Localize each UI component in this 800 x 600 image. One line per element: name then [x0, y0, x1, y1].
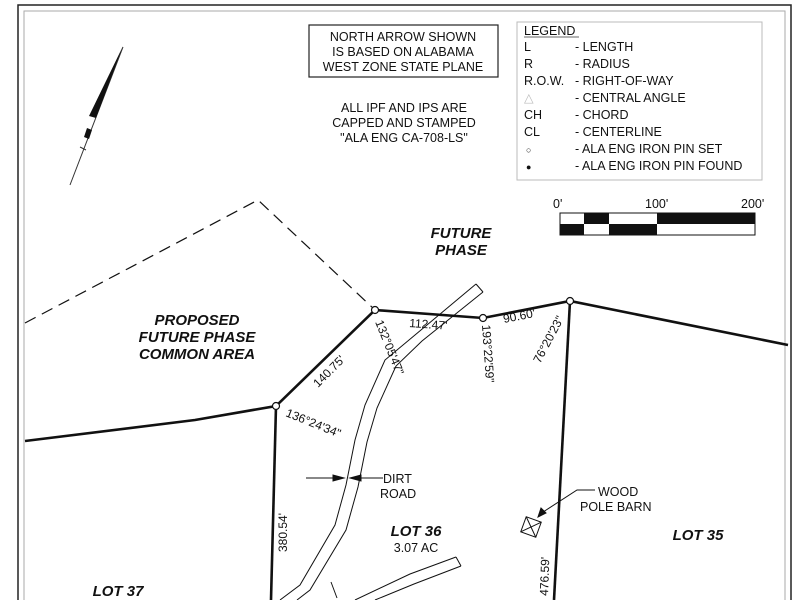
future-phase-label: FUTURE: [431, 225, 493, 242]
legend-symbol: CH: [524, 108, 542, 122]
angle-label: 193°22'59": [479, 324, 497, 383]
iron-pin-set-icon: [370, 305, 380, 315]
future-phase-label: PHASE: [435, 242, 488, 259]
dimension-label: 90.60': [502, 306, 536, 326]
legend-label: - RADIUS: [575, 57, 630, 71]
scale-bar: 0' 100' 200': [553, 197, 764, 236]
iron-pin-found-icon: ●: [526, 162, 531, 172]
dimension-label: 140.75': [310, 353, 347, 390]
central-angle-icon: △: [524, 91, 534, 105]
legend-symbol: R.O.W.: [524, 74, 564, 88]
north-arrow-icon: [69, 46, 124, 186]
dimension-label: 476.59': [537, 557, 552, 596]
angle-label: 132°05'47": [372, 318, 407, 377]
note-line: WEST ZONE STATE PLANE: [323, 60, 483, 74]
road-width-arrows: [306, 474, 383, 599]
dirt-road: [279, 283, 484, 600]
iron-pin-set-icon: [478, 313, 488, 323]
angle-label: 136°24'34": [284, 406, 343, 441]
note-line: NORTH ARROW SHOWN: [330, 30, 476, 44]
dimension-label: 380.54': [276, 513, 290, 552]
common-area-label: COMMON AREA: [139, 346, 255, 363]
legend-label: - CENTRAL ANGLE: [575, 91, 686, 105]
note-line: "ALA ENG CA-708-LS": [340, 131, 468, 145]
scale-label: 200': [741, 197, 764, 211]
common-area-label: FUTURE PHASE: [139, 329, 257, 346]
legend-symbol: CL: [524, 125, 540, 139]
future-phase-line: [24, 199, 376, 324]
north-arrow-note-box: [308, 24, 499, 78]
lot-37-label: LOT 37: [93, 583, 145, 600]
legend-label: - ALA ENG IRON PIN SET: [575, 142, 723, 156]
legend-symbol: R: [524, 57, 533, 71]
legend-label: - CHORD: [575, 108, 628, 122]
barn-label: WOOD: [598, 485, 638, 499]
iron-pin-set-icon: ○: [526, 145, 531, 155]
lot-36-label: LOT 36: [391, 523, 443, 540]
common-area-label: PROPOSED: [154, 312, 239, 329]
lot-line-west: [269, 405, 278, 600]
scale-label: 0': [553, 197, 562, 211]
outer-border: [17, 4, 792, 600]
legend-title: LEGEND: [524, 24, 575, 38]
legend-label: - ALA ENG IRON PIN FOUND: [575, 159, 742, 173]
lot-line-east: [552, 300, 572, 600]
lot-36-acreage: 3.07 AC: [394, 541, 438, 555]
legend: LEGEND L - LENGTH R - RADIUS R.O.W. - RI…: [516, 21, 763, 181]
legend-label: - LENGTH: [575, 40, 633, 54]
dimension-label: 112.47': [409, 316, 448, 333]
lot-35-label: LOT 35: [673, 527, 725, 544]
iron-pin-set-icon: [271, 401, 281, 411]
legend-symbol: L: [524, 40, 531, 54]
note-line: CAPPED AND STAMPED: [332, 116, 476, 130]
legend-label: - CENTERLINE: [575, 125, 662, 139]
note-line: IS BASED ON ALABAMA: [332, 45, 474, 59]
iron-pin-set-icon: [565, 296, 575, 306]
dirt-road-label: DIRT: [383, 472, 412, 486]
angle-label: 76°20'23": [530, 313, 566, 365]
note-line: ALL IPF AND IPS ARE: [341, 101, 467, 115]
barn-label: POLE BARN: [580, 500, 652, 514]
dirt-road-label: ROAD: [380, 487, 416, 501]
scale-label: 100': [645, 197, 668, 211]
inner-border: [23, 10, 786, 600]
barn-icon: [520, 489, 595, 538]
legend-label: - RIGHT-OF-WAY: [575, 74, 674, 88]
